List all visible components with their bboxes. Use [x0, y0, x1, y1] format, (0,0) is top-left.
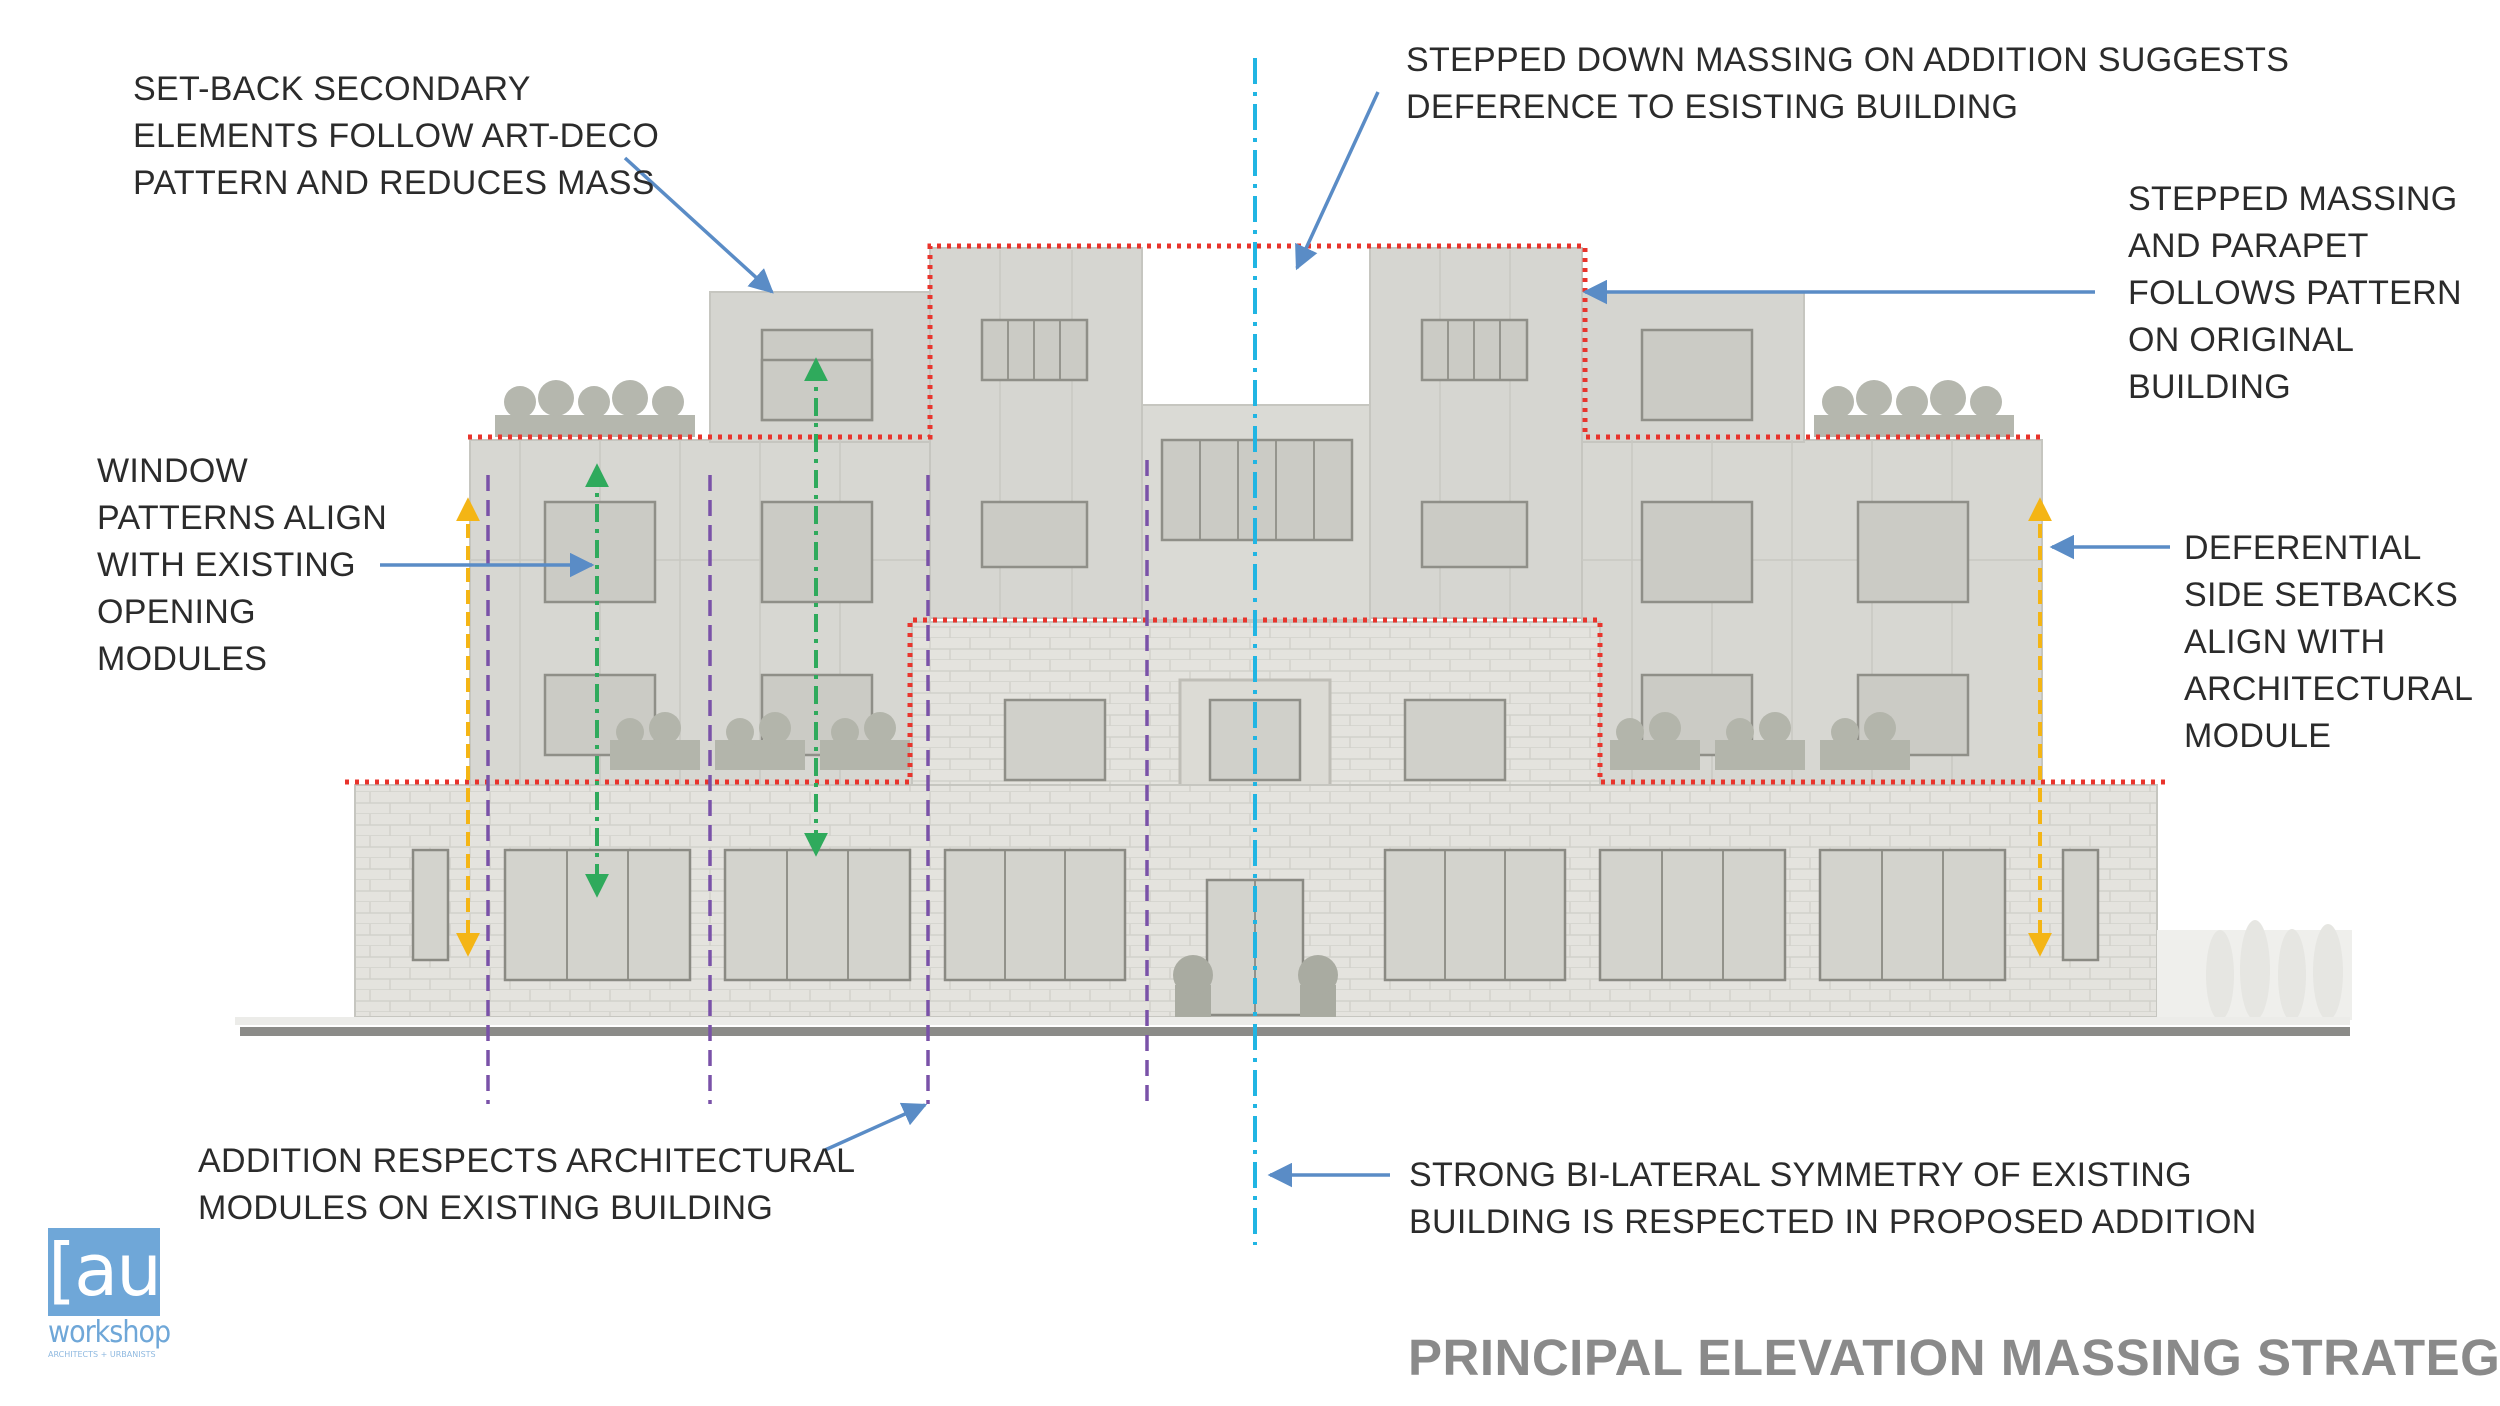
- leader-modules: [824, 1102, 928, 1152]
- leader-stepped-down: [1295, 91, 1380, 271]
- leader-arrows: [380, 91, 2170, 1188]
- annotation-parapet: STEPPED MASSING AND PARAPET FOLLOWS PATT…: [2128, 180, 2462, 406]
- diagram-title: PRINCIPAL ELEVATION MASSING STRATEGY: [1408, 1329, 2500, 1386]
- au-workshop-logo: [au] workshop ARCHITECTS + URBANISTS: [48, 1228, 188, 1368]
- upper-massing-line: [468, 243, 2045, 440]
- logo-mark: [au]: [48, 1228, 188, 1316]
- annotation-window: WINDOW PATTERNS ALIGN WITH EXISTING OPEN…: [97, 452, 388, 678]
- annotation-setback: SET-BACK SECONDARY ELEMENTS FOLLOW ART-D…: [133, 70, 660, 202]
- module-lines: [486, 460, 1149, 1104]
- annotation-side-setbacks: DEFERENTIAL SIDE SETBACKS ALIGN WITH ARC…: [2184, 529, 2474, 755]
- side-setback-arrows: [456, 497, 2052, 957]
- annotation-symmetry: STRONG BI-LATERAL SYMMETRY OF EXISTING B…: [1409, 1156, 2257, 1241]
- logo-tagline: ARCHITECTS + URBANISTS: [48, 1350, 156, 1359]
- logo-wordmark: workshop: [48, 1315, 171, 1350]
- annotation-stepped-down: STEPPED DOWN MASSING ON ADDITION SUGGEST…: [1406, 41, 2290, 126]
- window-alignment-arrows: [585, 357, 828, 898]
- annotation-modules: ADDITION RESPECTS ARCHITECTURAL MODULES …: [198, 1142, 856, 1227]
- building-elevation: [235, 247, 2352, 1036]
- leader-setback: [623, 156, 774, 294]
